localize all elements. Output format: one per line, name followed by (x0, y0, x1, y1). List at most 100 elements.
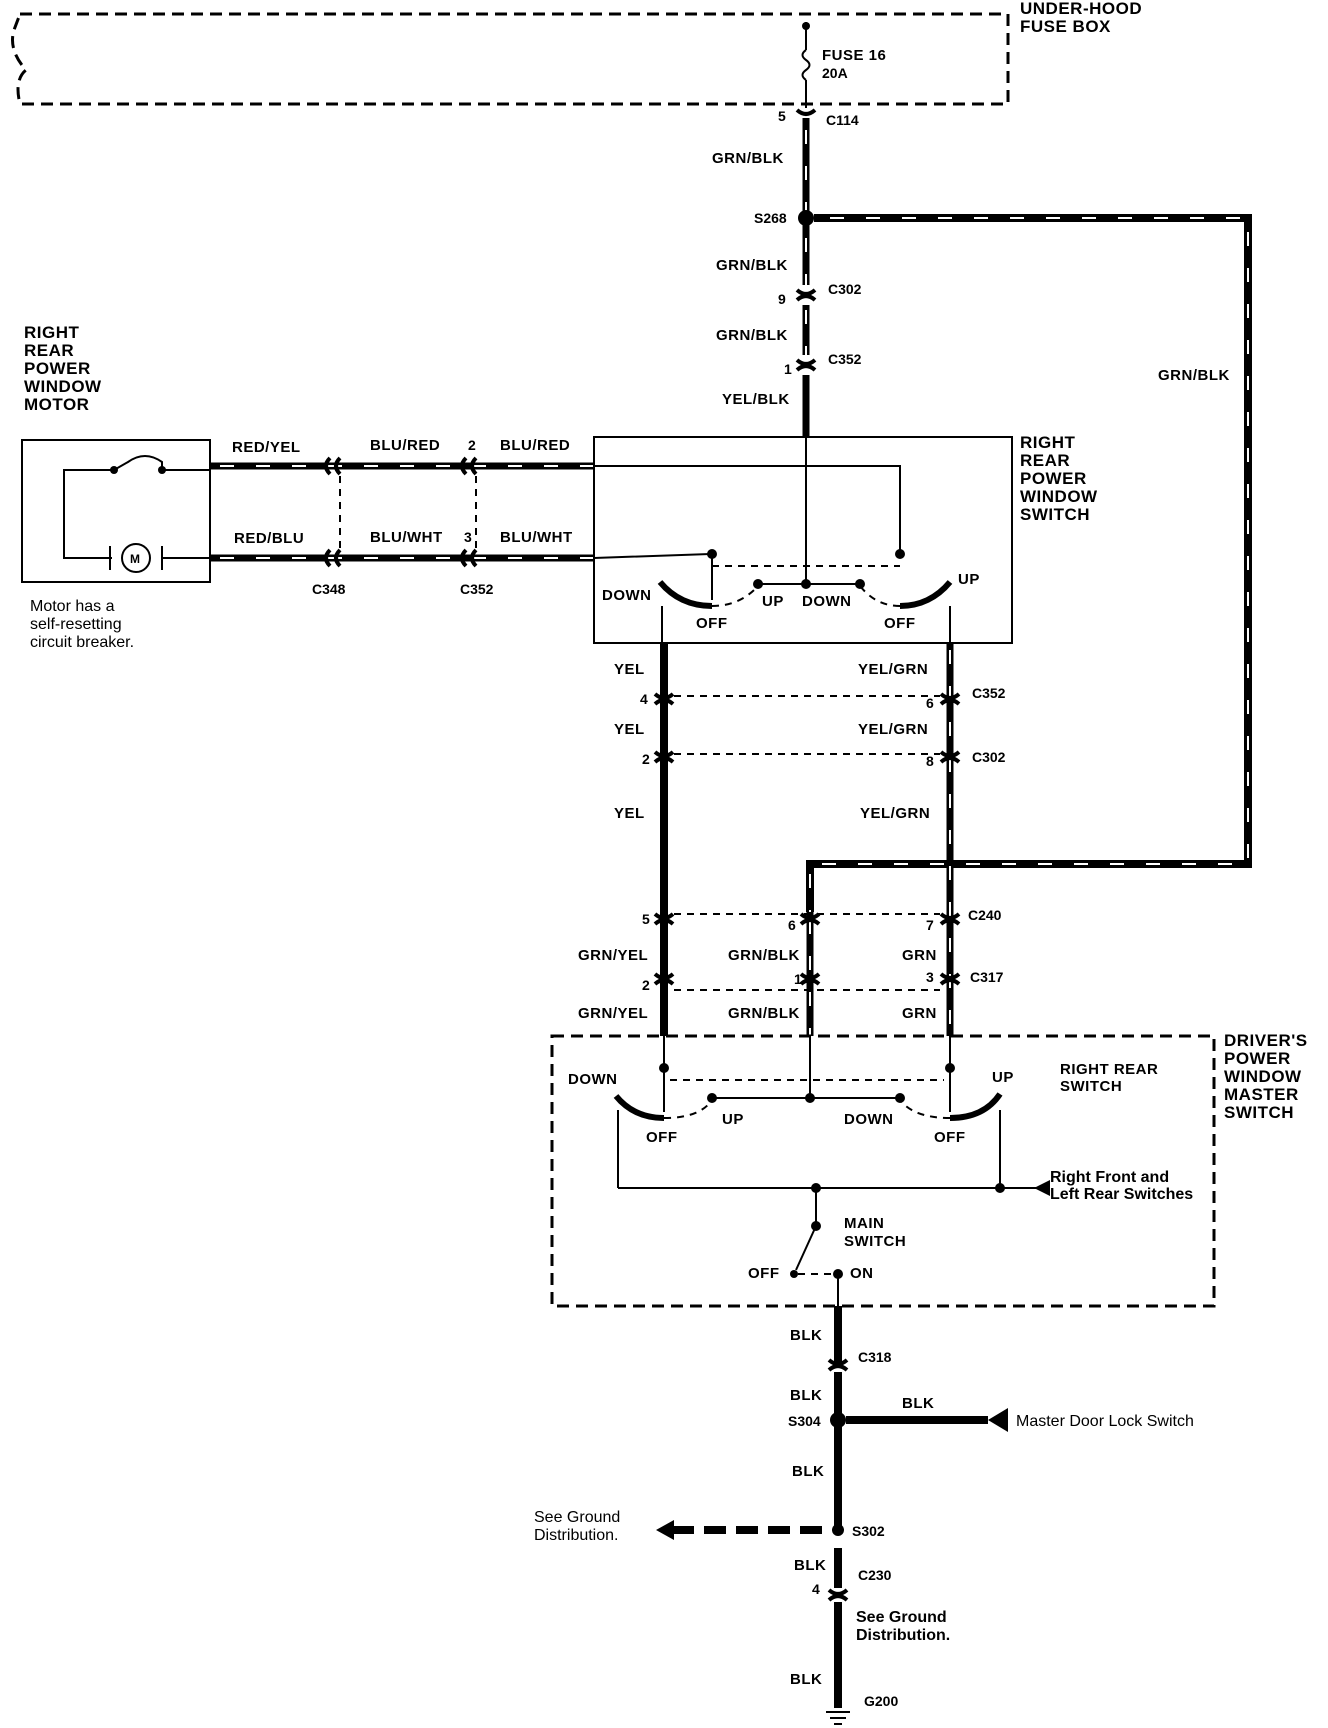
master-title-3: WINDOW (1224, 1067, 1302, 1086)
connector-c352-right: C352 (972, 685, 1006, 701)
motor: RIGHT REAR POWER WINDOW MOTOR M Motor ha… (21, 323, 211, 651)
wire-label-yel-2: YEL (614, 721, 645, 738)
connector-c352-top: C352 (828, 351, 862, 367)
rr-switch-mid-up: UP (762, 593, 784, 610)
rr-switch-off-left: OFF (696, 615, 728, 632)
wire-label-yel-blk: YEL/BLK (722, 391, 790, 408)
master-title-1: DRIVER'S (1224, 1031, 1308, 1050)
wire-label-blk-5: BLK (790, 1671, 822, 1688)
motor-note-3: circuit breaker. (30, 634, 134, 651)
pin-c114: 5 (778, 108, 786, 124)
ground-dist-left-1: See Ground (534, 1509, 620, 1526)
ground-dist-left-2: Distribution. (534, 1527, 618, 1544)
rr-window-switch: RIGHT REAR POWER WINDOW SWITCH DOWN UP O… (593, 433, 1098, 644)
wire-label-grn-blk-5: GRN/BLK (728, 1005, 800, 1022)
splice-s304: S304 (788, 1413, 821, 1429)
master-up: UP (992, 1069, 1014, 1086)
connector-c302-top: C302 (828, 281, 862, 297)
pin-c352-a: 2 (468, 437, 476, 453)
pin-yg-c352: 6 (926, 695, 934, 711)
rr-switch-title-5: SWITCH (1020, 505, 1090, 524)
wire-label-yel-grn-3: YEL/GRN (860, 805, 930, 822)
motor-title-4: WINDOW (24, 377, 102, 396)
splice-s268: S268 (754, 210, 787, 226)
fuse-box: UNDER-HOOD FUSE BOX FUSE 16 20A (11, 0, 1142, 108)
rr-switch-down: DOWN (602, 587, 652, 604)
connector-c318: C318 (858, 1349, 892, 1365)
main-switch-off: OFF (748, 1265, 780, 1282)
master-title-2: POWER (1224, 1049, 1291, 1068)
wire-label-grn-blk-3: GRN/BLK (716, 327, 788, 344)
motor-title-5: MOTOR (24, 395, 89, 414)
motor-title-3: POWER (24, 359, 91, 378)
master-switch: DRIVER'S POWER WINDOW MASTER SWITCH RIGH… (550, 1031, 1308, 1308)
wire-label-blu-wht-2: BLU/WHT (500, 529, 573, 546)
wire-label-blk-side: BLK (902, 1395, 934, 1412)
main-switch-label-2: SWITCH (844, 1233, 906, 1250)
wire-label-blk-1: BLK (790, 1327, 822, 1344)
wire-label-yel-grn-2: YEL/GRN (858, 721, 928, 738)
pin-c317-c: 3 (926, 969, 934, 985)
pin-yel-c302: 2 (642, 751, 650, 767)
connector-c114: C114 (826, 112, 859, 128)
pin-c230: 4 (812, 1581, 820, 1597)
master-down: DOWN (568, 1071, 618, 1088)
connector-c348: C348 (312, 581, 346, 597)
pin-c352-top: 1 (784, 361, 792, 377)
pin-c317-a: 2 (642, 977, 650, 993)
wire-label-red-yel: RED/YEL (232, 439, 301, 456)
master-mid-down: DOWN (844, 1111, 894, 1128)
master-other-1: Right Front and (1050, 1169, 1169, 1186)
master-door-lock-label: Master Door Lock Switch (1016, 1413, 1194, 1430)
connector-c302-right: C302 (972, 749, 1006, 765)
wire-label-grn-yel-2: GRN/YEL (578, 1005, 648, 1022)
motor-title-1: RIGHT (24, 323, 80, 342)
wire-label-blk-4: BLK (794, 1557, 826, 1574)
wire-label-grn-blk-1: GRN/BLK (712, 150, 784, 167)
fuse-16-rating: 20A (822, 65, 848, 81)
wire-label-blu-red-2: BLU/RED (500, 437, 570, 454)
master-title-5: SWITCH (1224, 1103, 1294, 1122)
pin-c240-b: 6 (788, 917, 796, 933)
ground-path: BLK C318 BLK S304 BLK Master Door Lock S… (534, 1306, 1194, 1725)
wire-label-grn-blk-side: GRN/BLK (1158, 367, 1230, 384)
connector-c317: C317 (970, 969, 1004, 985)
main-switch-label-1: MAIN (844, 1215, 884, 1232)
fuse-box-title-2: FUSE BOX (1020, 17, 1111, 36)
ground-dist-right-2: Distribution. (856, 1627, 950, 1644)
motor-note-1: Motor has a (30, 598, 115, 615)
motor-harness: RED/YEL RED/BLU BLU/RED BLU/WHT BLU/RED … (210, 437, 594, 597)
splice-s302: S302 (852, 1523, 885, 1539)
rr-switch-mid-down: DOWN (802, 593, 852, 610)
motor-symbol: M (130, 552, 140, 566)
wire-label-blu-wht-1: BLU/WHT (370, 529, 443, 546)
feed-wire: 5 C114 GRN/BLK S268 GRN/BLK 9 C302 GRN/B… (712, 108, 862, 437)
wire-label-grn-blk-2: GRN/BLK (716, 257, 788, 274)
rr-switch-title-1: RIGHT (1020, 433, 1076, 452)
connector-c230: C230 (858, 1567, 892, 1583)
wire-label-red-blu: RED/BLU (234, 530, 304, 547)
wire-label-blu-red-1: BLU/RED (370, 437, 440, 454)
fuse-16-label: FUSE 16 (822, 47, 886, 64)
fuse-box-title-1: UNDER-HOOD (1020, 0, 1142, 18)
master-rr-switch-2: SWITCH (1060, 1078, 1122, 1095)
rr-switch-off-right: OFF (884, 615, 916, 632)
rr-switch-title-2: REAR (1020, 451, 1070, 470)
master-rr-switch-1: RIGHT REAR (1060, 1061, 1158, 1078)
wire-label-grn-yel-1: GRN/YEL (578, 947, 648, 964)
connector-c352-mid: C352 (460, 581, 494, 597)
wire-label-grn-2: GRN (902, 1005, 937, 1022)
master-off-right: OFF (934, 1129, 966, 1146)
pin-yg-c302: 8 (926, 753, 934, 769)
ground-dist-right-1: See Ground (856, 1609, 947, 1626)
side-loop-wire: GRN/BLK (806, 214, 1252, 912)
wire-label-grn-blk-4: GRN/BLK (728, 947, 800, 964)
pin-c352-b: 3 (464, 529, 472, 545)
pin-c240-c: 7 (926, 917, 934, 933)
wire-label-yel-grn-1: YEL/GRN (858, 661, 928, 678)
pin-c240-a: 5 (642, 911, 650, 927)
motor-title-2: REAR (24, 341, 74, 360)
master-mid-up: UP (722, 1111, 744, 1128)
master-off-left: OFF (646, 1129, 678, 1146)
